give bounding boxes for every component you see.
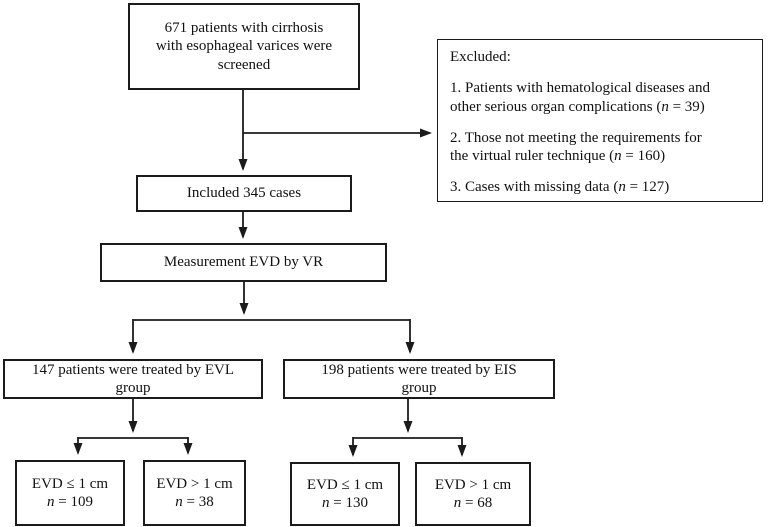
included-box: Included 345 cases: [136, 175, 352, 212]
eis-group-text: 198 patients were treated by EIS group: [321, 361, 517, 396]
screened-box: 671 patients with cirrhosis with esophag…: [128, 3, 360, 90]
excluded-item-2-text: 2. Those not meeting the requirements fo…: [450, 129, 702, 165]
leaf-n: n: [175, 494, 183, 510]
excluded-item-1: 1. Patients with hematological diseases …: [450, 79, 752, 116]
excluded-item-2-n: n: [614, 148, 622, 165]
eis-group-box: 198 patients were treated by EIS group: [283, 359, 555, 399]
excluded-box: Excluded: 1. Patients with hematological…: [437, 39, 763, 202]
leaf-n-value: = 109: [54, 494, 93, 510]
leaf-n-value: = 130: [329, 495, 368, 511]
included-text: Included 345 cases: [186, 185, 302, 202]
excluded-item-1-n: n: [661, 98, 669, 115]
measurement-text: Measurement EVD by VR: [163, 254, 324, 271]
excluded-item-2: 2. Those not meeting the requirements fo…: [450, 129, 752, 166]
excluded-item-1-text: 1. Patients with hematological diseases …: [450, 80, 710, 115]
leaf-n: n: [47, 494, 55, 510]
eis-evd-gt-1cm-box: EVD > 1 cm n = 68: [415, 462, 531, 526]
evl-evd-le-1cm-box: EVD ≤ 1 cm n = 109: [15, 460, 125, 526]
excluded-item-3: 3. Cases with missing data (n = 127): [450, 178, 752, 196]
leaf-n-value: = 38: [182, 494, 214, 510]
leaf-label: EVD > 1 cm: [434, 476, 512, 493]
leaf-label: EVD ≤ 1 cm: [31, 475, 109, 492]
excluded-item-3-count: = 127): [625, 179, 670, 196]
leaf-count: n = 109: [47, 493, 93, 511]
evl-evd-gt-1cm-box: EVD > 1 cm n = 38: [143, 460, 246, 526]
leaf-count: n = 38: [175, 493, 213, 511]
excluded-title: Excluded:: [450, 49, 511, 65]
excluded-item-3-text: 3. Cases with missing data (: [450, 179, 619, 196]
leaf-count: n = 68: [454, 494, 492, 512]
excluded-item-3-n: n: [618, 179, 626, 196]
leaf-n: n: [453, 495, 462, 511]
excluded-item-2-count: = 160): [621, 148, 666, 165]
excluded-item-1-count: = 39): [668, 98, 705, 115]
leaf-label: EVD ≤ 1 cm: [306, 476, 384, 493]
screened-text: 671 patients with cirrhosis with esophag…: [155, 20, 333, 73]
measurement-box: Measurement EVD by VR: [100, 243, 387, 282]
leaf-count: n = 130: [322, 494, 368, 512]
leaf-n-value: = 68: [461, 495, 493, 511]
evl-group-box: 147 patients were treated by EVL group: [3, 359, 263, 399]
evl-group-text: 147 patients were treated by EVL group: [31, 361, 234, 396]
leaf-label: EVD > 1 cm: [156, 475, 233, 492]
leaf-n: n: [322, 495, 330, 511]
eis-evd-le-1cm-box: EVD ≤ 1 cm n = 130: [290, 462, 400, 526]
